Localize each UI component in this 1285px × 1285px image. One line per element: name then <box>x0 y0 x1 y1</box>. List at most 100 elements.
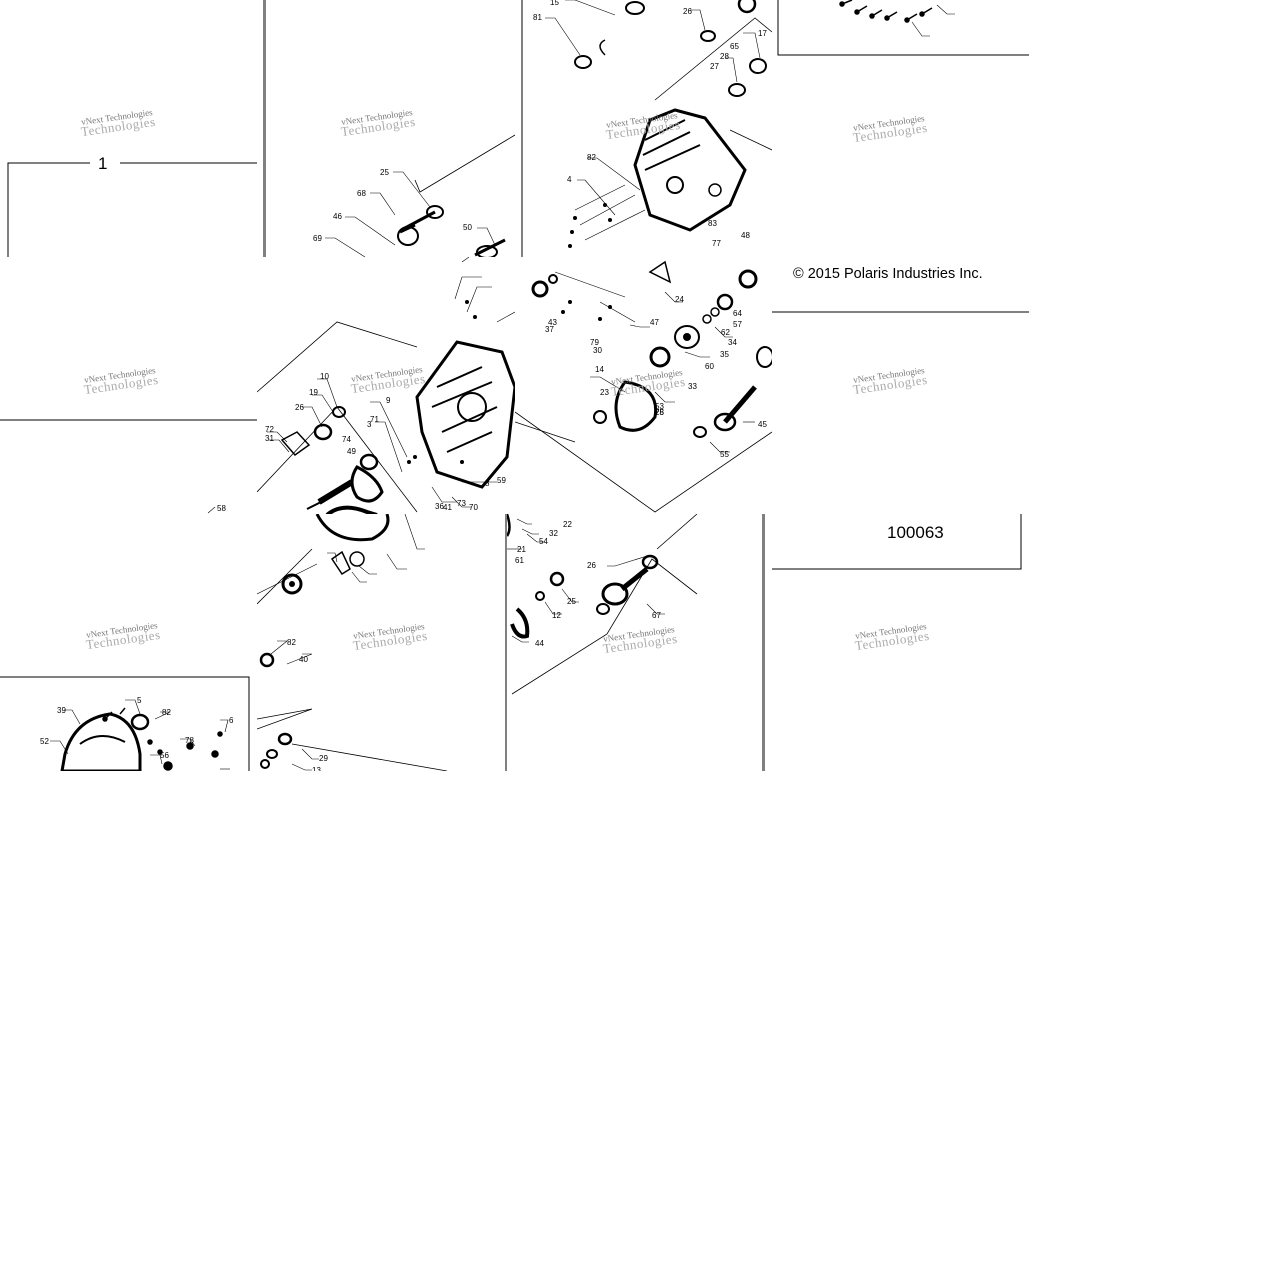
housing-drawing-icon <box>415 340 515 489</box>
callout-number: 64 <box>733 309 742 318</box>
callout-number: 56 <box>160 751 169 760</box>
callout-number: 62 <box>721 328 730 337</box>
callout-number: 77 <box>712 239 721 248</box>
callout-number: 3 <box>367 420 372 429</box>
callout-number: 55 <box>720 450 729 459</box>
callout-number: 35 <box>720 350 729 359</box>
gear-drawing-icon <box>281 514 390 595</box>
callout-number: 6 <box>229 716 234 725</box>
callout-number: 44 <box>535 639 544 648</box>
callout-number: 82 <box>287 638 296 647</box>
callout-number: 57 <box>733 320 742 329</box>
callout-number: 34 <box>728 338 737 347</box>
callout-number: 32 <box>549 529 558 538</box>
callout-number: 13 <box>312 766 321 771</box>
bearing-drawing-icon <box>259 652 293 769</box>
gear-drawing-icon <box>325 505 378 515</box>
bolt-group-drawing <box>777 0 1029 56</box>
callout-layer: 58 <box>217 504 226 513</box>
callout-number: 82 <box>162 708 171 717</box>
callout-number: 83 <box>708 219 717 228</box>
bolt-drawing-icon <box>839 0 933 23</box>
belt-drawing-icon <box>350 465 384 503</box>
callout-number: 70 <box>469 503 478 512</box>
shaft-drawing-icon <box>713 385 757 432</box>
section-frame-mid <box>0 419 257 514</box>
housing-drawing-icon <box>60 712 142 771</box>
shaft-drawing-icon <box>306 479 354 510</box>
callout-number: 27 <box>710 62 719 71</box>
callout-number: 75 <box>655 408 664 417</box>
gear-drawing-icon <box>510 607 530 639</box>
callout-number: 79 <box>590 338 599 347</box>
callout-number: 29 <box>319 754 328 763</box>
bearing-drawing-icon <box>574 0 767 97</box>
tile-copyright: © 2015 Polaris Industries Inc. vNext Tec… <box>772 257 1029 514</box>
shaft-drawing-icon <box>397 205 506 257</box>
callout-number: 67 <box>652 611 661 620</box>
copyright-frame <box>772 311 1029 313</box>
callout-number: 47 <box>650 318 659 327</box>
callout-number: 82 <box>587 153 596 162</box>
callout-number: 72 <box>265 425 274 434</box>
figure-number: 100063 <box>887 523 944 542</box>
belt-drawing-icon <box>614 380 658 432</box>
callout-number: 41 <box>443 503 452 512</box>
callout-number: 14 <box>595 365 604 374</box>
callout-number: 8 <box>485 479 490 488</box>
callout-number: 54 <box>539 537 548 546</box>
callout-number: 9 <box>386 396 391 405</box>
callout-number: 26 <box>683 7 692 16</box>
callout-number: 59 <box>497 476 506 485</box>
callout-number: 37 <box>545 325 554 334</box>
callout-number: 73 <box>457 499 466 508</box>
callout-number: 60 <box>705 362 714 371</box>
callout-number: 78 <box>185 736 194 745</box>
callout-number: 48 <box>741 231 750 240</box>
callout-number: 50 <box>463 223 472 232</box>
callout-number: 45 <box>758 420 767 429</box>
callout-number: 24 <box>675 295 684 304</box>
callout-number: 15 <box>550 0 559 7</box>
callout-number: 23 <box>600 388 609 397</box>
callout-number: 40 <box>299 655 308 664</box>
figure-number-frame <box>764 514 1022 771</box>
bearing-drawing-icon <box>593 410 707 438</box>
gear-drawing-icon <box>531 269 772 368</box>
callout-number: 36 <box>435 502 444 511</box>
callout-number: 69 <box>313 234 322 243</box>
callout-number: 33 <box>688 382 697 391</box>
copyright-text: © 2015 Polaris Industries Inc. <box>793 266 983 282</box>
callout-number: 19 <box>309 388 318 397</box>
section-frame <box>7 0 265 257</box>
callout-number: 12 <box>552 611 561 620</box>
callout-number: 25 <box>567 597 576 606</box>
callout-number: 74 <box>342 435 351 444</box>
section-number: 1 <box>98 154 108 173</box>
callout-number: 4 <box>567 175 572 184</box>
callout-number: 10 <box>320 372 329 381</box>
callout-number: 31 <box>265 434 274 443</box>
bearing-drawing-icon <box>535 571 610 615</box>
callout-number: 28 <box>655 408 664 417</box>
callout-number: 26 <box>587 561 596 570</box>
callout-number: 21 <box>517 545 526 554</box>
